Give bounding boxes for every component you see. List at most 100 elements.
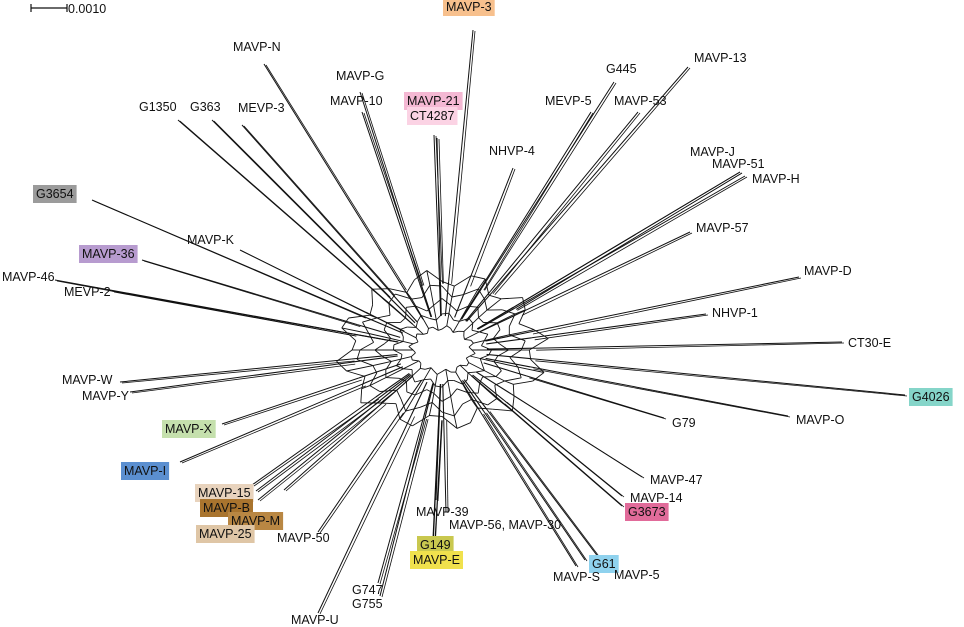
- branch-mavp-u: [317, 414, 413, 614]
- network-mesh-edge: [388, 302, 391, 316]
- branch-parallel-g755: [381, 419, 429, 598]
- network-split-edge: [463, 379, 488, 410]
- branch-mavp-50: [317, 410, 401, 533]
- network-mesh-edge: [412, 359, 420, 362]
- network-mesh-edge: [504, 377, 522, 382]
- branch-parallel-mavp-x: [223, 379, 362, 426]
- network-mesh-edge: [346, 370, 366, 377]
- network-mesh-edge: [511, 396, 515, 411]
- network-mesh-edge: [488, 294, 502, 300]
- taxon-label-g1350: G1350: [139, 100, 177, 114]
- taxon-label-ct30-e: CT30-E: [848, 336, 891, 350]
- network-mesh-edge: [362, 321, 370, 334]
- branch-parallel-mavp-10: [363, 112, 424, 286]
- network-split-edge: [377, 373, 411, 400]
- highlight-box-g4026: [909, 388, 953, 406]
- branch-parallel-g61: [486, 412, 588, 562]
- network-mesh-edge: [408, 346, 414, 351]
- network-split-edge: [423, 383, 434, 418]
- network-mesh-edge: [423, 367, 432, 380]
- branch-parallel-mavp-53: [492, 112, 641, 295]
- network-split-edge: [485, 331, 531, 342]
- branch-mavp-o: [530, 366, 789, 417]
- network-mesh-edge: [360, 388, 363, 403]
- network-mesh-edge: [434, 374, 438, 386]
- network-mesh-edge: [494, 361, 518, 368]
- network-mesh-edge: [433, 385, 436, 394]
- taxon-label-mavp-o: MAVP-O: [796, 413, 845, 427]
- taxon-label-g445: G445: [606, 62, 637, 76]
- highlight-box-g61: [589, 555, 619, 573]
- branch-parallel-mavp-n: [265, 64, 407, 291]
- label-highlight-boxes: [33, 0, 953, 573]
- network-split-edge: [486, 337, 532, 345]
- network-mesh-edge: [351, 340, 357, 351]
- network-mesh-edge: [480, 358, 495, 363]
- network-mesh-edge: [412, 341, 419, 345]
- network-split-edge: [477, 307, 515, 330]
- branch-mevp-3: [241, 124, 392, 294]
- taxon-label-g3673: G3673: [628, 505, 666, 519]
- branch-parallel-g3654: [93, 200, 366, 319]
- network-split-edge: [486, 353, 533, 360]
- taxon-label-mevp-3: MEVP-3: [238, 101, 285, 115]
- network-mesh-edge: [464, 338, 472, 341]
- taxon-label-mavp-21: MAVP-21: [407, 94, 460, 108]
- taxon-label-mavp-y: MAVP-Y: [82, 389, 130, 403]
- branch-mavp-m: [283, 401, 384, 491]
- network-mesh-edge: [406, 391, 416, 396]
- network-split-edge: [382, 375, 414, 403]
- network-mesh-edge: [509, 329, 535, 336]
- network-mesh-edge: [445, 369, 449, 381]
- taxon-label-mavp-b: MAVP-B: [203, 501, 250, 515]
- branch-g4026: [532, 358, 906, 396]
- taxon-label-mavp-e: MAVP-E: [413, 553, 460, 567]
- network-mesh-edge: [448, 312, 454, 321]
- network-mesh-edge: [464, 331, 480, 340]
- network-mesh-edge: [435, 319, 439, 331]
- taxon-label-mavp-x: MAVP-X: [165, 422, 213, 436]
- network-mesh-edge: [389, 288, 407, 293]
- branch-parallel-g1350: [179, 120, 386, 301]
- network-mesh-edge: [468, 342, 474, 348]
- taxon-label-g3654: G3654: [36, 187, 74, 201]
- network-mesh-edge: [477, 383, 481, 394]
- branch-parallel-mavp-m: [285, 403, 387, 492]
- network-mesh-edge: [471, 349, 476, 354]
- network-mesh-edge: [462, 288, 479, 296]
- branch-parallel-mavp-d: [532, 277, 802, 335]
- taxon-label-g79: G79: [672, 416, 696, 430]
- network-mesh-edge: [451, 294, 464, 298]
- branch-parallel-mavp-5: [489, 411, 608, 568]
- network-mesh-edge: [391, 358, 402, 362]
- network-mesh-edge: [450, 304, 458, 312]
- network-mesh-edge: [419, 363, 422, 369]
- network-mesh-edge: [429, 415, 443, 417]
- network-mesh-edge: [471, 275, 486, 280]
- network-split-edge: [386, 294, 416, 324]
- branch-parallel-nhvp-1: [534, 314, 709, 341]
- network-mesh-edge: [433, 370, 438, 375]
- branch-mavp-36: [141, 259, 358, 326]
- network-split-edge: [411, 381, 428, 415]
- branch-mavp-h: [514, 175, 746, 309]
- taxon-label-mavp-14: MAVP-14: [630, 491, 683, 505]
- taxon-label-mavp-i: MAVP-I: [124, 464, 166, 478]
- network-mesh-edge: [450, 328, 454, 333]
- network-mesh-edge: [403, 360, 420, 370]
- network-mesh-edge: [518, 323, 535, 331]
- taxon-label-mavp-j: MAVP-J: [690, 145, 735, 159]
- network-split-edge: [357, 324, 401, 338]
- network-mesh-edge: [466, 392, 472, 400]
- network-split-edge: [479, 312, 520, 333]
- branch-parallel-g79: [529, 377, 667, 420]
- network-mesh-edge: [372, 360, 392, 367]
- taxon-label-mavp-39: MAVP-39: [416, 505, 469, 519]
- branch-parallel-mavp-14: [506, 401, 625, 498]
- network-mesh-edge: [403, 368, 413, 371]
- network-mesh-edge: [446, 313, 450, 326]
- network-split-edge: [402, 287, 424, 320]
- network-mesh-edge: [518, 309, 526, 324]
- branch-g3673: [501, 401, 623, 507]
- branch-mavp-b: [255, 398, 379, 492]
